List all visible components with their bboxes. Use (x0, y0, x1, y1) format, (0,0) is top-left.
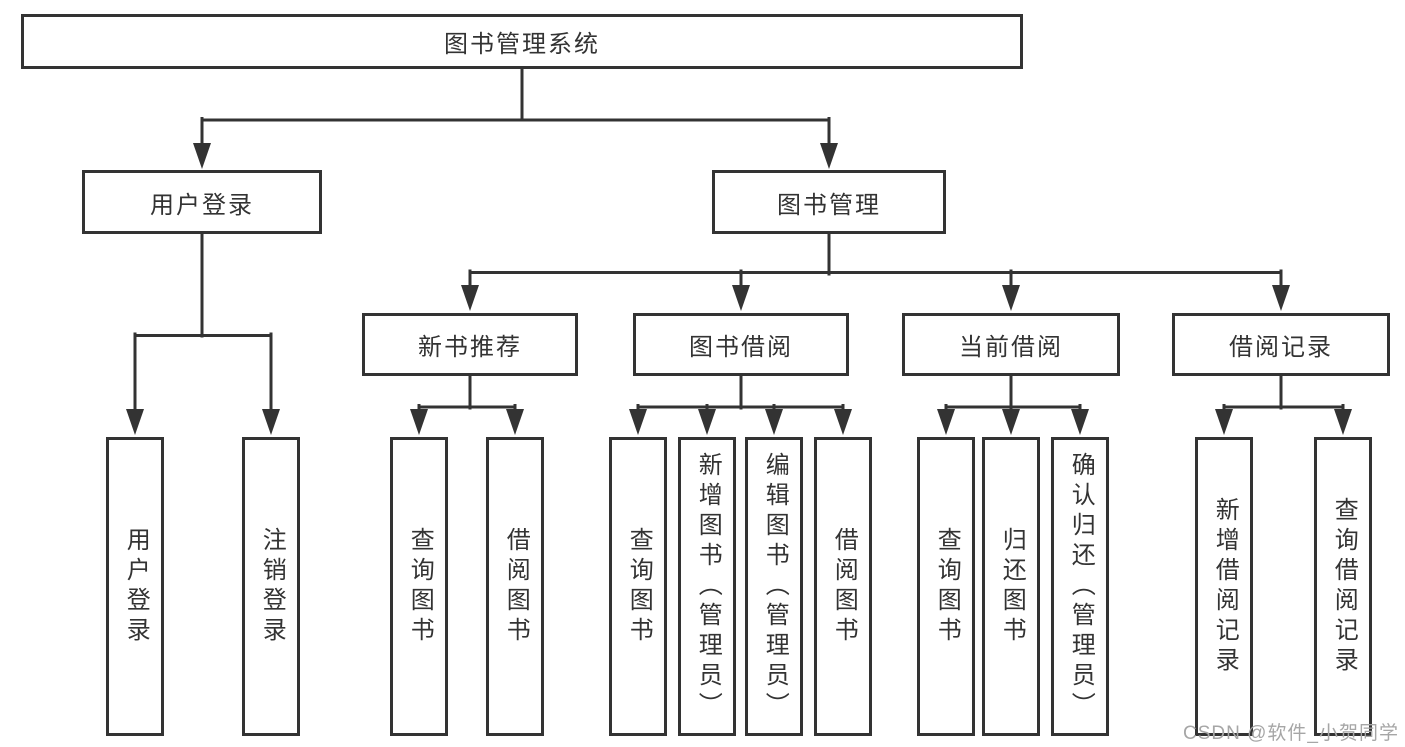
watermark: CSDN @软件_小贺同学 (1183, 723, 1399, 744)
node-book-borrow: 图书借阅 (633, 313, 849, 376)
node-new-book-recommend: 新书推荐 (362, 313, 578, 376)
leaf-return-book: 归还图书 (982, 437, 1040, 736)
leaf-edit-book-admin: 编辑图书（管理员） (745, 437, 803, 736)
node-root: 图书管理系统 (21, 14, 1023, 69)
leaf-query-borrow-record-label: 查询借阅记录 (1330, 496, 1358, 677)
leaf-add-book-admin-label: 新增图书（管理员） (694, 451, 722, 722)
leaf-confirm-return-admin: 确认归还（管理员） (1051, 437, 1109, 736)
leaf-add-borrow-record-label: 新增借阅记录 (1211, 496, 1239, 677)
leaf-query-books-current: 查询图书 (917, 437, 975, 736)
leaf-borrow-books-recommend: 借阅图书 (486, 437, 544, 736)
leaf-edit-book-admin-label: 编辑图书（管理员） (761, 451, 789, 722)
leaf-user-login-label: 用户登录 (122, 526, 150, 647)
leaf-query-books-recommend: 查询图书 (390, 437, 448, 736)
leaf-query-books-borrow: 查询图书 (609, 437, 667, 736)
node-book-management: 图书管理 (712, 170, 946, 234)
leaf-add-book-admin: 新增图书（管理员） (678, 437, 736, 736)
node-new-book-recommend-label: 新书推荐 (418, 334, 522, 361)
leaf-query-borrow-record: 查询借阅记录 (1314, 437, 1372, 736)
leaf-user-login: 用户登录 (106, 437, 164, 736)
leaf-return-book-label: 归还图书 (998, 526, 1026, 647)
node-current-borrow-label: 当前借阅 (959, 334, 1063, 361)
node-borrow-records-label: 借阅记录 (1229, 334, 1333, 361)
leaf-query-books-borrow-label: 查询图书 (625, 526, 653, 647)
node-user-login: 用户登录 (82, 170, 322, 234)
node-root-label: 图书管理系统 (444, 31, 600, 58)
node-borrow-records: 借阅记录 (1172, 313, 1390, 376)
node-current-borrow: 当前借阅 (902, 313, 1120, 376)
leaf-query-books-recommend-label: 查询图书 (406, 526, 434, 647)
leaf-query-books-current-label: 查询图书 (933, 526, 961, 647)
node-user-login-label: 用户登录 (150, 191, 254, 219)
leaf-borrow-books-borrow: 借阅图书 (814, 437, 872, 736)
leaf-logout: 注销登录 (242, 437, 300, 736)
leaf-confirm-return-admin-label: 确认归还（管理员） (1067, 451, 1095, 722)
node-book-borrow-label: 图书借阅 (689, 334, 793, 361)
leaf-add-borrow-record: 新增借阅记录 (1195, 437, 1253, 736)
leaf-borrow-books-recommend-label: 借阅图书 (502, 526, 530, 647)
leaf-logout-label: 注销登录 (258, 526, 286, 647)
node-book-management-label: 图书管理 (777, 191, 881, 219)
leaf-borrow-books-borrow-label: 借阅图书 (830, 526, 858, 647)
